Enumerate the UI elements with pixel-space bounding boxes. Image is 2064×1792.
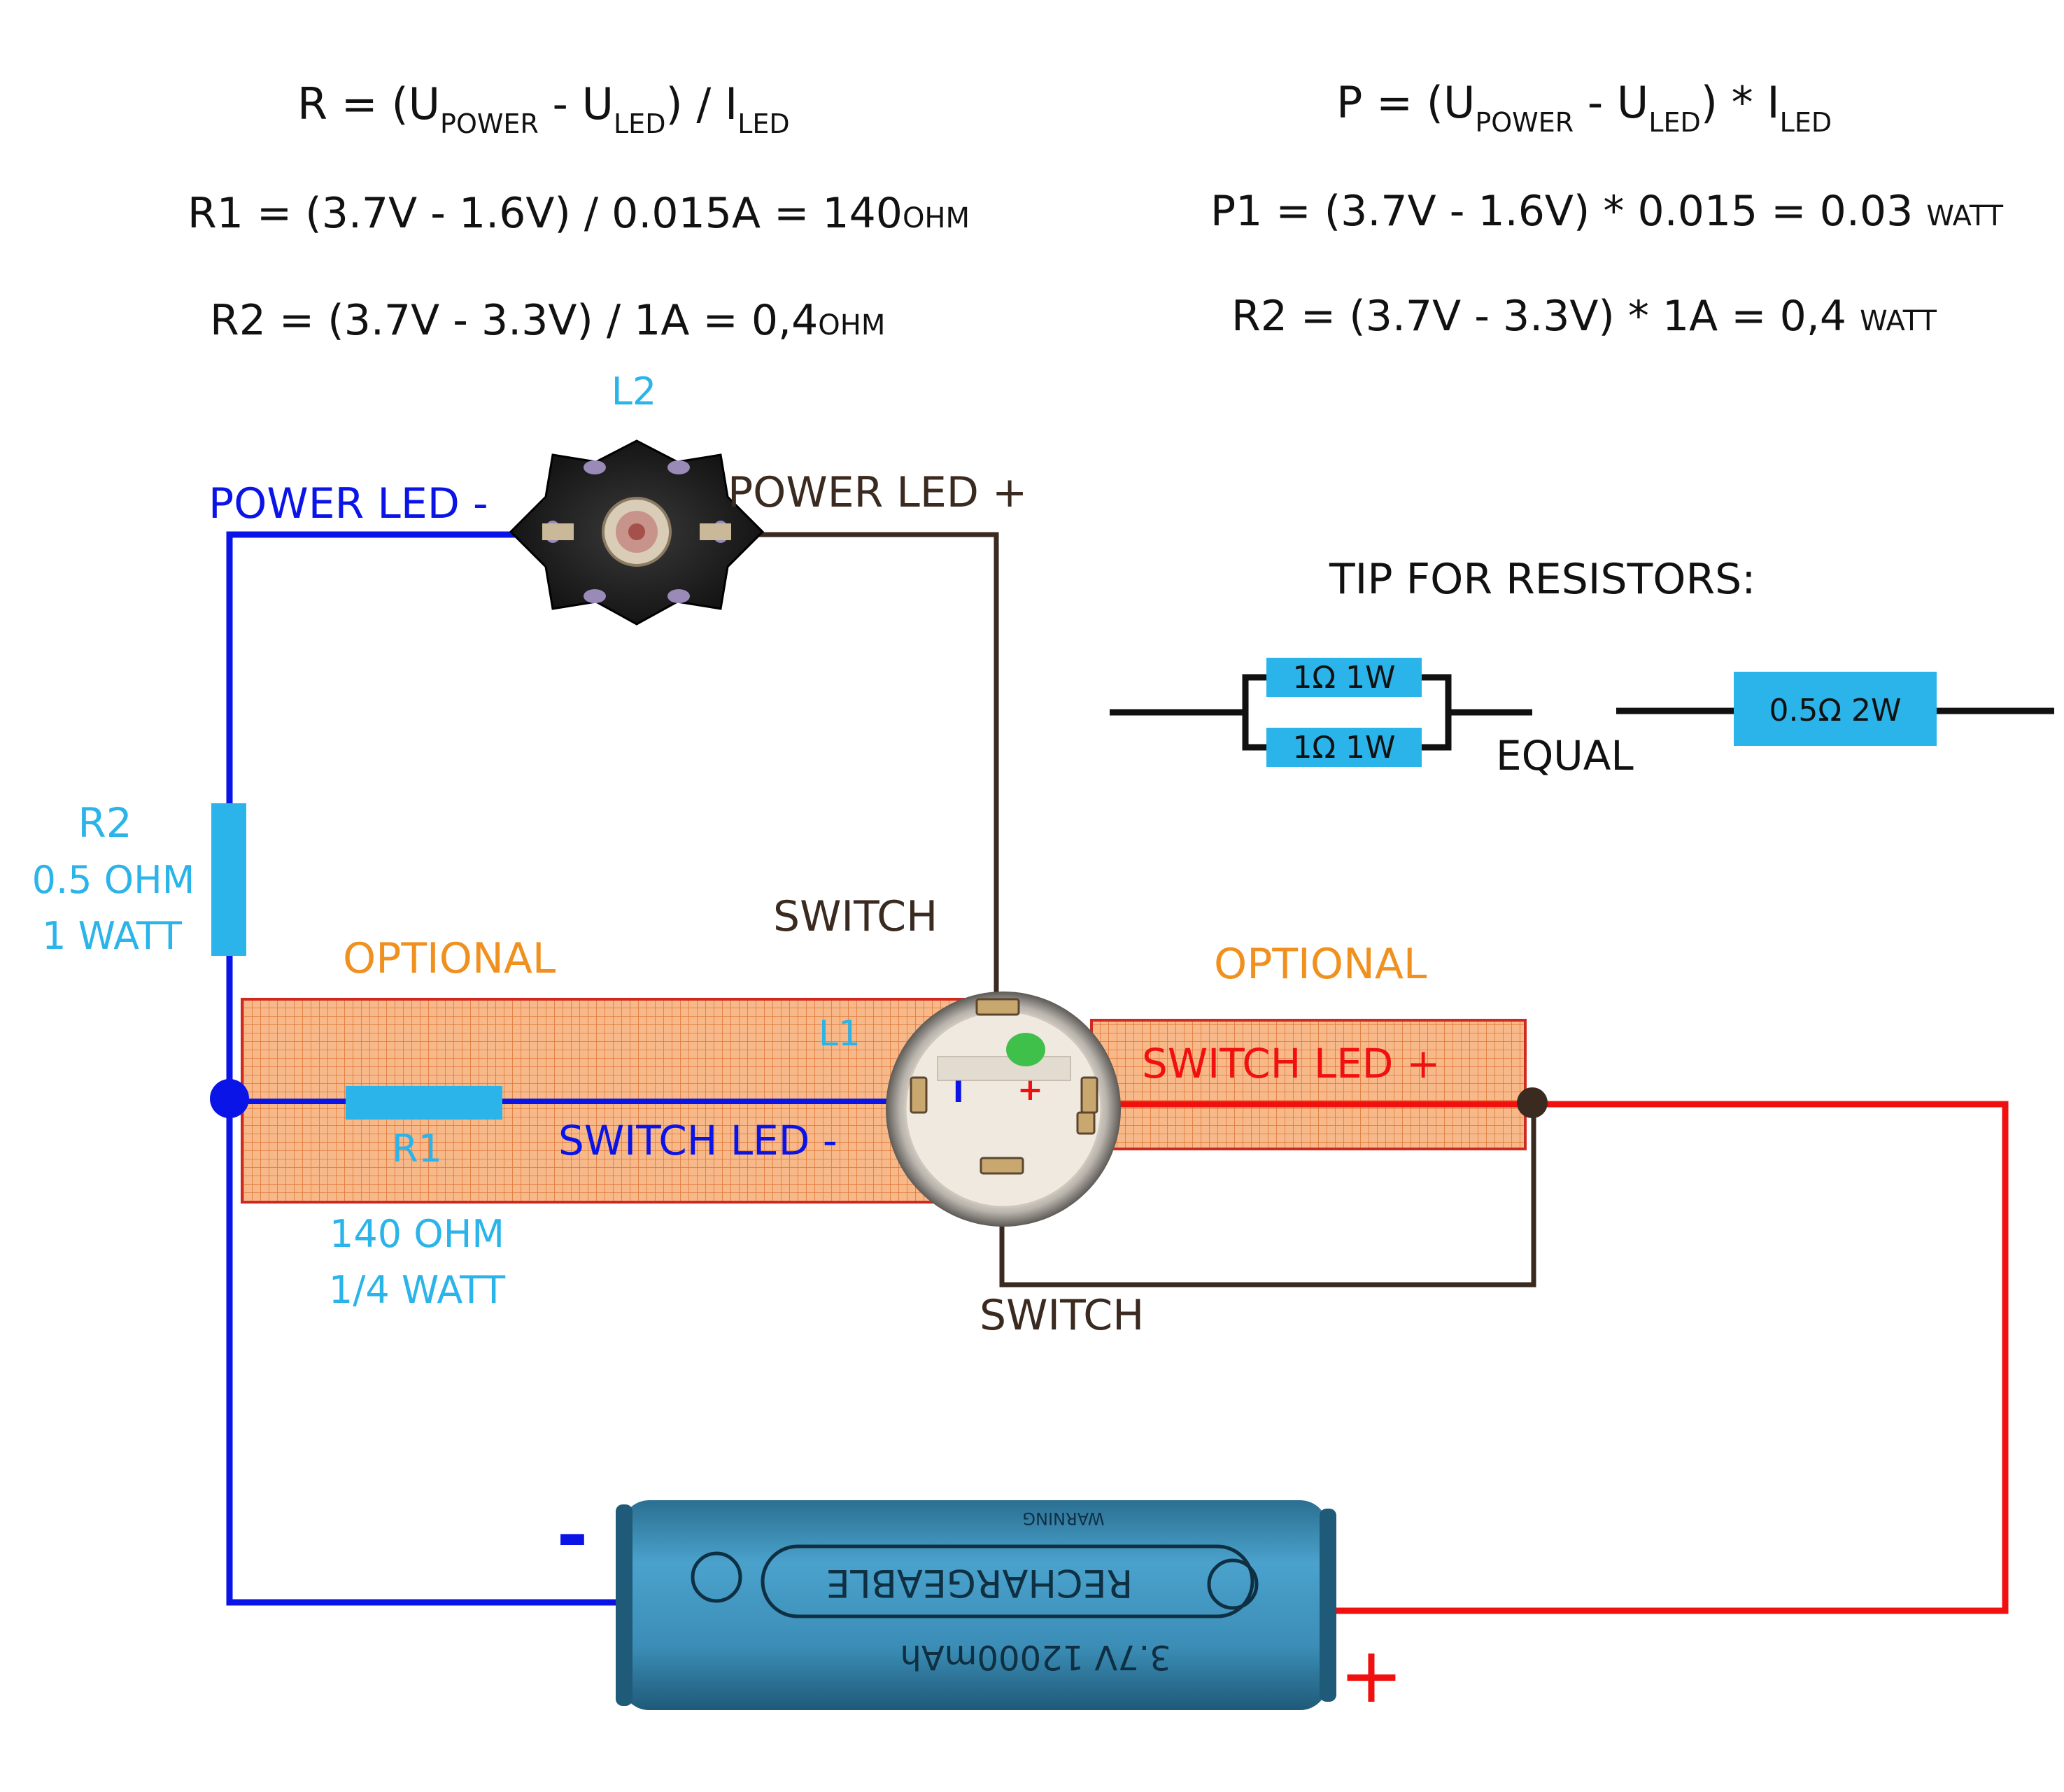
- tip-resistor-a-label: 1Ω 1W: [1292, 660, 1395, 696]
- label-optional-right: OPTIONAL: [1214, 940, 1427, 989]
- junction-negative: [210, 1079, 249, 1118]
- formula-lhs: R: [297, 78, 327, 129]
- tip-resistor-b: [1266, 728, 1422, 767]
- resistor-tip: 1Ω 1W 1Ω 1W 0.5Ω 2W: [1110, 658, 2054, 767]
- resistor-r2: [211, 803, 246, 956]
- label-optional-left: OPTIONAL: [343, 934, 556, 983]
- label-r2-name: R2: [78, 799, 132, 847]
- label-r1-name: R1: [392, 1127, 442, 1171]
- wire-switch-bottom: [999, 1104, 1536, 1287]
- tip-resistor-c-label: 0.5Ω 2W: [1769, 693, 1901, 728]
- junction-positive: [1517, 1087, 1548, 1118]
- label-r1-watt: 1/4 WATT: [329, 1268, 506, 1312]
- optional-zone-right: [1090, 1019, 1527, 1150]
- svg-text:P = (UPOWER - ULED) * ILED: P = (UPOWER - ULED) * ILED: [1336, 77, 1832, 138]
- label-r2-value: 0.5 OHM: [32, 858, 195, 902]
- svg-text:R1 = (3.7V - 1.6V) / 0.015A =: R1 = (3.7V - 1.6V) / 0.015A = 140OHM: [188, 189, 970, 238]
- svg-text:P1 = (3.7V - 1.6V) * 0.015 = 0: P1 = (3.7V - 1.6V) * 0.015 = 0.03 WATT: [1210, 187, 2004, 236]
- wire-left-rail: [226, 955, 621, 1606]
- battery: RECHARGEABLE 3.7V 12000mAh WARNING: [616, 1500, 1336, 1710]
- battery-print-capacity: 3.7V 12000mAh: [900, 1637, 1171, 1677]
- label-r1-value: 140 OHM: [330, 1212, 504, 1256]
- label-r2-watt: 1 WATT: [42, 914, 183, 958]
- wire-positive: [1095, 1101, 2009, 1614]
- power-led-l2: [509, 439, 765, 626]
- label-battery-minus: -: [556, 1490, 588, 1580]
- svg-text:R2 = (3.7V - 3.3V) * 1A = 0: R2 = (3.7V - 3.3V) * 1A = 0,4 WATT: [1231, 292, 1937, 341]
- formula-left-1: R = (UPOWER - ULED) / ILED: [297, 78, 790, 139]
- label-switch-bottom: SWITCH: [980, 1291, 1144, 1340]
- label-battery-plus: +: [1339, 1630, 1404, 1720]
- label-tip: TIP FOR RESISTORS:: [1329, 555, 1755, 604]
- formula-left-3: R2 = (3.7V - 3.3V) / 1A = 0,4OHM: [210, 296, 885, 345]
- label-l1: L1: [819, 1013, 861, 1054]
- svg-text:R = (UPOWER - ULED) / ILED: R = (UPOWER - ULED) / ILED: [297, 78, 790, 139]
- tip-resistor-b-label: 1Ω 1W: [1292, 730, 1395, 766]
- label-l2: L2: [612, 369, 656, 414]
- tip-resistor-c: [1734, 672, 1937, 746]
- formula-right-1: P = (UPOWER - ULED) * ILED: [1336, 77, 1832, 138]
- battery-print-warning: WARNING: [1022, 1509, 1104, 1528]
- label-power-led-plus: POWER LED +: [728, 468, 1027, 517]
- wire-power-led-plus: [721, 532, 999, 1008]
- resistor-r1: [346, 1086, 502, 1120]
- formula-right-3: R2 = (3.7V - 3.3V) * 1A = 0,4 WATT: [1231, 292, 1937, 341]
- label-equal: EQUAL: [1496, 732, 1634, 779]
- switch-l1: I +: [886, 992, 1121, 1227]
- switch-pin-minus-label: I: [953, 1075, 964, 1109]
- label-switch-led-plus: SWITCH LED +: [1142, 1040, 1441, 1087]
- svg-text:R2 = (3.7V - 3.3V) / 1A = 0,: R2 = (3.7V - 3.3V) / 1A = 0,4OHM: [210, 296, 885, 345]
- tip-resistor-a: [1266, 658, 1422, 697]
- label-switch-top: SWITCH: [773, 892, 938, 941]
- wire-power-led-minus: [226, 531, 553, 805]
- label-switch-led-minus: SWITCH LED -: [558, 1117, 837, 1164]
- label-power-led-minus: POWER LED -: [208, 479, 488, 528]
- formula-right-2: P1 = (3.7V - 1.6V) * 0.015 = 0.03 WATT: [1210, 187, 2004, 236]
- battery-print-rechargeable: RECHARGEABLE: [826, 1561, 1133, 1605]
- switch-pin-plus-label: +: [1017, 1072, 1043, 1108]
- formula-left-2: R1 = (3.7V - 1.6V) / 0.015A = 140OHM: [188, 189, 970, 238]
